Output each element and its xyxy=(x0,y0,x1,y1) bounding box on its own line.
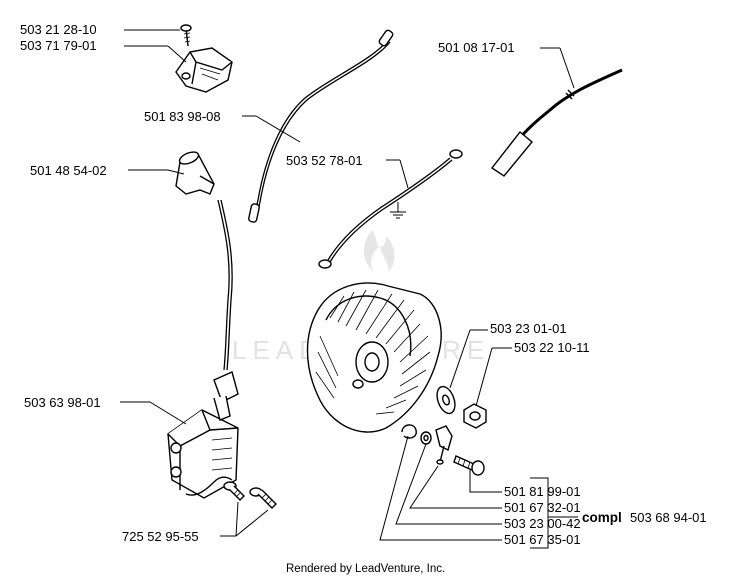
ignition-module-icon xyxy=(167,371,239,499)
leader-lines xyxy=(120,29,578,549)
pawl-part-icon xyxy=(435,425,453,465)
spring-washer-part-icon xyxy=(420,431,432,445)
ignition-bracket-icon xyxy=(175,47,233,93)
label-part-p6: 503 52 78-01 xyxy=(286,153,363,168)
label-compl-number: 503 68 94-01 xyxy=(630,510,707,525)
module-screw-icon-2 xyxy=(249,487,277,509)
label-part-p12: 503 23 00-42 xyxy=(504,516,581,531)
label-part-p1: 503 21 28-10 xyxy=(20,22,97,37)
part-labels: 503 21 28-10 503 71 79-01 501 83 98-08 5… xyxy=(20,22,707,547)
footer-credit: Rendered by LeadVenture, Inc. xyxy=(286,563,445,575)
ground-symbol-icon xyxy=(390,202,406,219)
label-part-p9: 503 63 98-01 xyxy=(24,395,101,410)
label-part-p4: 501 08 17-01 xyxy=(438,40,515,55)
pawl-screw-part-icon xyxy=(453,455,485,476)
washer-part-icon xyxy=(436,385,456,415)
spark-plug-cap-icon xyxy=(175,151,215,195)
label-part-p14: 725 52 95-55 xyxy=(122,529,199,544)
circlip-part-icon xyxy=(401,424,417,439)
ground-lead-icon xyxy=(318,149,463,269)
label-part-p11: 501 67 32-01 xyxy=(504,500,581,515)
ht-lead-cable-icon xyxy=(248,29,394,223)
screw-part-icon xyxy=(180,24,192,47)
label-part-p10: 501 81 99-01 xyxy=(504,484,581,499)
label-part-p13: 501 67 35-01 xyxy=(504,532,581,547)
ignition-cable-icon xyxy=(217,199,233,371)
fuel-hose-icon xyxy=(490,68,623,177)
label-part-p2: 503 71 79-01 xyxy=(20,38,97,53)
watermark-flame-icon xyxy=(363,230,395,272)
flywheel-icon xyxy=(306,282,442,433)
label-part-p3: 501 83 98-08 xyxy=(144,109,221,124)
label-compl-prefix: compl xyxy=(582,510,622,525)
label-part-p8: 503 22 10-11 xyxy=(514,340,590,355)
nut-part-icon xyxy=(463,403,487,429)
module-screw-icon-1 xyxy=(223,481,245,501)
label-part-p7: 503 23 01-01 xyxy=(490,321,567,336)
label-part-p5: 501 48 54-02 xyxy=(30,163,107,178)
